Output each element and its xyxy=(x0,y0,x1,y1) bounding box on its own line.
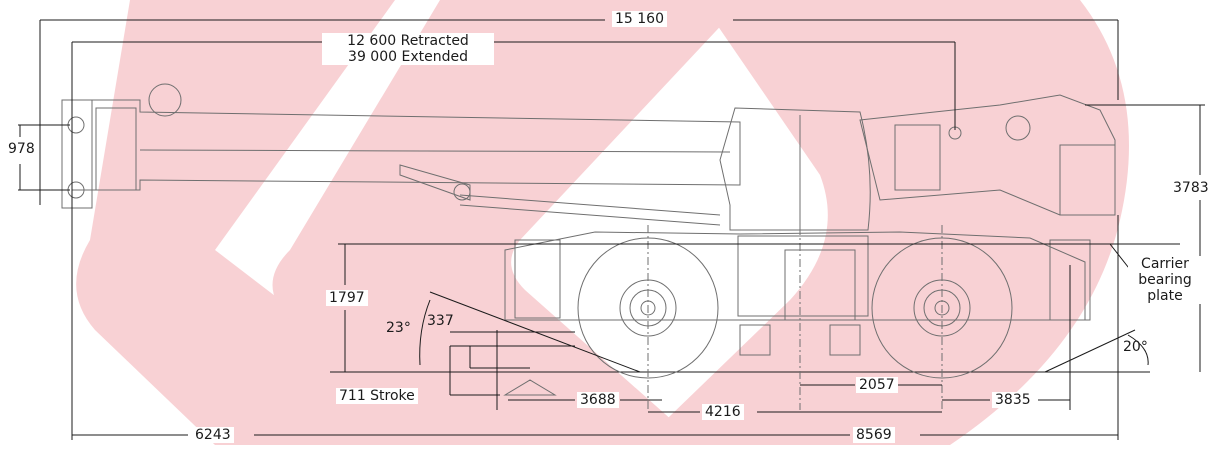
centerlines xyxy=(647,115,943,410)
counterweight xyxy=(1059,144,1116,216)
wheelbase-label: 4216 xyxy=(702,404,744,420)
overall-height-label: 3783 xyxy=(1170,180,1209,196)
carrier-bearing-plate-label: Carrier bearing plate xyxy=(1128,256,1202,304)
carrier-frame xyxy=(504,231,1086,321)
front-angle-label: 23° xyxy=(386,320,411,336)
engine-grille xyxy=(894,124,941,191)
overall-length-label: 15 160 xyxy=(612,11,667,27)
crane-outline xyxy=(61,83,1116,396)
front-to-slew-center-label: 6243 xyxy=(192,427,234,443)
boom-head xyxy=(61,99,93,209)
operator-cab xyxy=(719,107,871,231)
outrigger-stroke-label: 711 Stroke xyxy=(336,388,418,404)
boom-retracted-label: 12 600 Retracted xyxy=(347,33,469,49)
front-outrigger xyxy=(514,239,561,319)
rear-overhang-label: 3835 xyxy=(992,392,1034,408)
boom-extended-label: 39 000 Extended xyxy=(348,49,468,65)
brand-watermark xyxy=(76,0,1129,445)
rear-angle-label: 20° xyxy=(1123,339,1148,355)
slew-center-to-rear-label: 8569 xyxy=(853,427,895,443)
boom-length-label: 12 600 Retracted 39 000 Extended xyxy=(322,33,494,65)
rear-axle-to-slew-label: 2057 xyxy=(856,377,898,393)
boom-head-height-label: 978 xyxy=(5,141,38,157)
front-overhang-label: 3688 xyxy=(577,392,619,408)
outrigger-drop-label: 337 xyxy=(427,313,454,329)
carrier-height-label: 1797 xyxy=(326,290,368,306)
dimension-lines xyxy=(18,19,1205,440)
sheave-icon xyxy=(148,83,182,117)
